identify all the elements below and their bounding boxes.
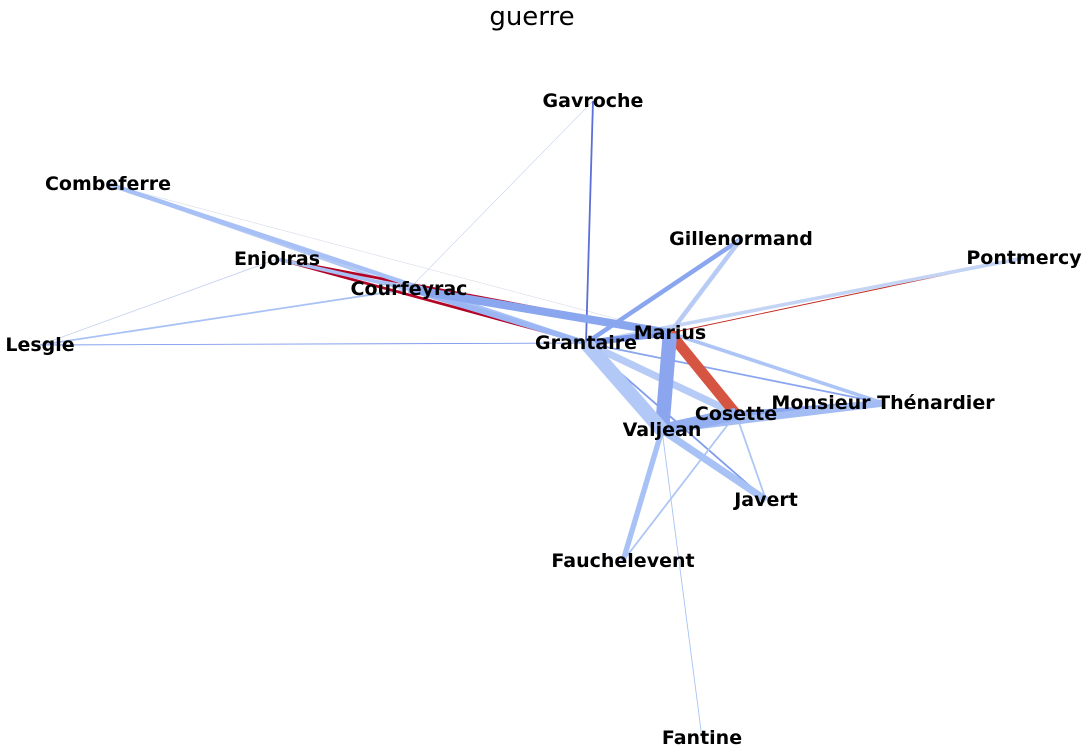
edge-gillenormand-marius — [668, 237, 743, 335]
node-label-enjolras: Enjolras — [234, 248, 320, 270]
edge-courfeyrac-marius — [408, 285, 671, 337]
graph-title: guerre — [489, 2, 575, 32]
edge-valjean-fauchelevent — [620, 429, 665, 562]
edge-valjean-javert — [659, 427, 769, 503]
edge-gavroche-courfeyrac — [408, 100, 594, 290]
edge-grantaire-valjean — [580, 338, 668, 435]
edge-combeferre-marius — [107, 183, 671, 334]
edge-enjolras-lesgle — [39, 258, 278, 346]
edge-enjolras-courfeyrac — [276, 257, 410, 291]
node-label-cosette: Cosette — [695, 403, 777, 425]
node-label-gillenormand: Gillenormand — [669, 228, 813, 250]
edge-cosette-fauchelevent — [622, 413, 737, 562]
node-label-fantine: Fantine — [662, 727, 742, 749]
node-label-grantaire: Grantaire — [535, 332, 637, 354]
node-label-fauchelevent: Fauchelevent — [551, 550, 694, 572]
edge-grantaire-monsieurthenardier — [585, 342, 884, 404]
node-label-combeferre: Combeferre — [45, 173, 171, 195]
node-label-courfeyrac: Courfeyrac — [351, 278, 468, 300]
edge-layer — [39, 100, 1025, 739]
edge-marius-valjean — [654, 332, 678, 431]
node-label-valjean: Valjean — [623, 419, 702, 441]
node-label-javert: Javert — [732, 489, 798, 511]
edge-marius-monsieurthenardier — [669, 331, 884, 405]
edge-marius-cosette — [665, 329, 741, 418]
node-label-lesgle: Lesgle — [5, 334, 74, 356]
node-label-marius: Marius — [634, 322, 706, 344]
edge-valjean-cosette — [660, 407, 738, 437]
node-label-pontmercy: Pontmercy — [966, 247, 1082, 269]
edge-cosette-javert — [735, 413, 767, 501]
edge-gavroche-grantaire — [585, 100, 594, 344]
edge-lesgle-grantaire — [39, 342, 587, 346]
edge-valjean-fantine — [661, 429, 703, 739]
node-label-monsieurthenardier: Monsieur Thénardier — [771, 392, 995, 414]
node-label-gavroche: Gavroche — [543, 90, 644, 112]
edge-courfeyrac-lesgle — [39, 288, 410, 346]
